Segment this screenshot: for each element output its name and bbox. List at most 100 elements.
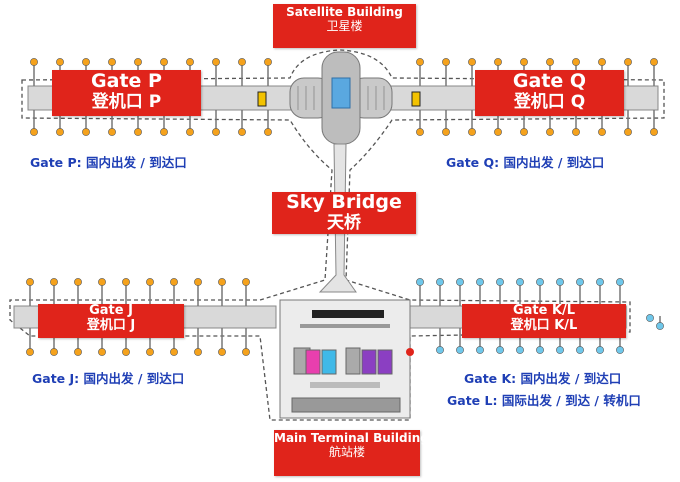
gate-q-label: Gate Q 登机口 Q — [475, 70, 624, 116]
main-terminal-en: Main Terminal Building — [274, 431, 429, 445]
aircraft-stand — [436, 346, 444, 354]
aircraft-stand — [520, 58, 528, 66]
aircraft-stand — [556, 278, 564, 286]
aircraft-stand — [476, 346, 484, 354]
gate-j-en: Gate J — [89, 303, 133, 318]
sky-bridge-zh: 天桥 — [327, 212, 361, 233]
gate-j-label: Gate J 登机口 J — [38, 303, 184, 338]
aircraft-stand — [494, 58, 502, 66]
aircraft-stand — [496, 278, 504, 286]
aircraft-stand — [572, 128, 580, 136]
aircraft-stand — [546, 58, 554, 66]
aircraft-stand — [170, 278, 178, 286]
aircraft-stand — [74, 348, 82, 356]
aircraft-stand — [98, 348, 106, 356]
aircraft-stand — [596, 346, 604, 354]
aircraft-stand — [194, 348, 202, 356]
gate-p-description: Gate P: 国内出发 / 到达口 — [30, 155, 187, 170]
aircraft-stand — [170, 348, 178, 356]
aircraft-stand — [416, 58, 424, 66]
aircraft-stand — [242, 348, 250, 356]
aircraft-stand — [238, 58, 246, 66]
aircraft-stand — [186, 58, 194, 66]
aircraft-stand — [576, 346, 584, 354]
aircraft-stand — [74, 278, 82, 286]
aircraft-stand — [416, 128, 424, 136]
gate-kl-label: Gate K/L 登机口 K/L — [462, 303, 626, 338]
aircraft-stand — [624, 58, 632, 66]
aircraft-stand — [598, 58, 606, 66]
aircraft-stand — [56, 58, 64, 66]
aircraft-stand — [146, 348, 154, 356]
gate-kl-zh: 登机口 K/L — [510, 317, 578, 333]
gate-q-description: Gate Q: 国内出发 / 到达口 — [446, 155, 605, 170]
aircraft-stand — [536, 278, 544, 286]
aircraft-stand — [56, 128, 64, 136]
aircraft-stand — [160, 128, 168, 136]
gate-l-description: Gate L: 国际出发 / 到达 / 转机口 — [447, 393, 641, 408]
aircraft-stand — [242, 278, 250, 286]
aircraft-stand — [516, 346, 524, 354]
main-terminal-building — [279, 299, 414, 419]
aircraft-stand — [436, 278, 444, 286]
aircraft-stand — [416, 278, 424, 286]
satellite-building-label: Satellite Building 卫星楼 — [273, 4, 416, 48]
satellite-building-en: Satellite Building — [286, 5, 403, 19]
aircraft-stand — [82, 58, 90, 66]
aircraft-stand — [82, 128, 90, 136]
gate-p-label: Gate P 登机口 P — [52, 70, 201, 116]
gate-j-zh: 登机口 J — [86, 317, 136, 333]
satellite-building-hub — [289, 51, 393, 145]
aircraft-stand — [264, 128, 272, 136]
aircraft-stand — [50, 278, 58, 286]
sky-bridge-en: Sky Bridge — [286, 191, 402, 213]
aircraft-stand — [122, 348, 130, 356]
aircraft-stand — [218, 348, 226, 356]
aircraft-stand — [30, 58, 38, 66]
aircraft-stand — [134, 128, 142, 136]
aircraft-stand — [98, 278, 106, 286]
gate-kl-en: Gate K/L — [512, 303, 576, 318]
aircraft-stand — [516, 278, 524, 286]
aircraft-stand — [122, 278, 130, 286]
aircraft-stand — [616, 346, 624, 354]
aircraft-stand — [598, 128, 606, 136]
aircraft-stand — [442, 58, 450, 66]
aircraft-stand — [546, 128, 554, 136]
aircraft-stand — [442, 128, 450, 136]
aircraft-stand — [194, 278, 202, 286]
aircraft-stand — [624, 128, 632, 136]
aircraft-stand — [26, 278, 34, 286]
gate-p-en: Gate P — [91, 70, 162, 92]
main-terminal-label: Main Terminal Building 航站楼 — [274, 430, 429, 476]
aircraft-stand — [160, 58, 168, 66]
aircraft-stand — [650, 58, 658, 66]
aircraft-stand — [212, 128, 220, 136]
main-terminal-zh: 航站楼 — [328, 444, 365, 459]
aircraft-stand — [476, 278, 484, 286]
aircraft-stand — [146, 278, 154, 286]
aircraft-stand — [596, 278, 604, 286]
satellite-building-zh: 卫星楼 — [326, 18, 363, 33]
aircraft-stand — [264, 58, 272, 66]
gate-k-description: Gate K: 国内出发 / 到达口 — [464, 371, 622, 386]
aircraft-stand — [650, 128, 658, 136]
aircraft-stand — [30, 128, 38, 136]
sky-bridge-label: Sky Bridge 天桥 — [272, 191, 416, 234]
aircraft-stand — [556, 346, 564, 354]
aircraft-stand — [572, 58, 580, 66]
aircraft-stand — [50, 348, 58, 356]
gate-q-zh: 登机口 Q — [513, 91, 586, 112]
aircraft-stand — [468, 128, 476, 136]
aircraft-stand — [536, 346, 544, 354]
aircraft-stand — [616, 278, 624, 286]
gate-j-description: Gate J: 国内出发 / 到达口 — [32, 371, 185, 386]
aircraft-stand — [456, 346, 464, 354]
boundary-outlines — [9, 49, 665, 421]
aircraft-stand — [468, 58, 476, 66]
aircraft-stand — [494, 128, 502, 136]
aircraft-stand — [576, 278, 584, 286]
aircraft-stand — [108, 128, 116, 136]
aircraft-stand — [496, 346, 504, 354]
aircraft-stand — [26, 348, 34, 356]
